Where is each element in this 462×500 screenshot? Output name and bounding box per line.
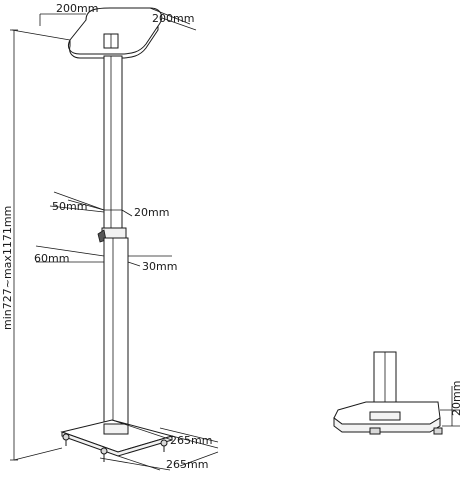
- lower-tube: [103, 237, 129, 435]
- base-dimensions: [99, 419, 219, 471]
- lower-tube-depth-label: 60mm: [34, 252, 69, 265]
- top-plate: [67, 7, 163, 59]
- lower-tube-dimensions: [35, 245, 172, 267]
- base-depth-label: 265mm: [166, 458, 208, 471]
- base-width-label: 265mm: [170, 434, 212, 447]
- base-detail-view: [333, 351, 443, 435]
- height-range-label: min727~max1171mm: [1, 206, 14, 330]
- upper-tube-dimensions: [49, 191, 133, 217]
- base-plate: [60, 419, 174, 462]
- lower-tube-width-label: 30mm: [142, 260, 177, 273]
- plate-thickness-label: 20mm: [450, 381, 462, 416]
- upper-tube-depth-label: 50mm: [52, 200, 87, 213]
- height-dimension: [10, 29, 63, 461]
- upper-tube-width-label: 20mm: [134, 206, 169, 219]
- top-plate-dimensions: [11, 7, 197, 41]
- top-plate-depth-label: 200mm: [152, 12, 194, 25]
- upper-tube: [103, 55, 123, 235]
- top-plate-width-label: 200mm: [56, 2, 98, 15]
- plate-thickness-dimension: [440, 386, 460, 427]
